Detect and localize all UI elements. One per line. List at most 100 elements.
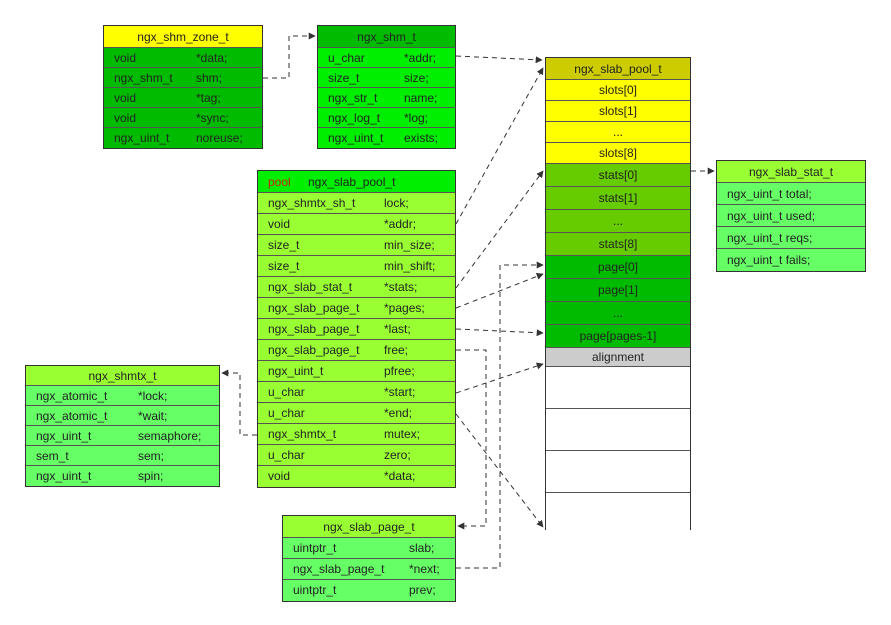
layout-slot: slots[1]: [546, 101, 690, 122]
field-name: shm;: [196, 71, 223, 85]
field-name: zero;: [384, 448, 411, 462]
field-name: *data;: [384, 469, 416, 483]
field-name: semaphore;: [138, 429, 202, 443]
arrow-pages-to-page0: [455, 273, 544, 309]
field-type: u_char: [268, 385, 305, 399]
slab-pool-field: ngx_shmtx_sh_t lock;: [258, 193, 455, 214]
field-name: *last;: [384, 322, 411, 336]
field-type: void: [114, 51, 137, 65]
field-type: void: [268, 469, 291, 483]
arrow-mutex-to-shmtx: [221, 369, 257, 436]
field-type: ngx_uint_t: [328, 131, 384, 145]
field-name: *wait;: [138, 409, 168, 423]
field-name: prev;: [409, 583, 436, 597]
pool-label: pool: [268, 175, 291, 189]
field-type: ngx_uint_t: [36, 469, 92, 483]
field-name: *end;: [384, 406, 413, 420]
field-name: *data;: [196, 51, 228, 65]
shmtx-field: sem_t sem;: [26, 446, 219, 466]
field-type: ngx_slab_page_t: [268, 343, 360, 357]
shm-field: ngx_log_t*log;: [318, 108, 455, 128]
field-type: size_t: [268, 259, 300, 273]
arrow-last-to-last-page: [455, 328, 544, 337]
layout-slot: slots[8]: [546, 143, 690, 164]
shmtx-field: ngx_atomic_t *lock;: [26, 386, 219, 406]
field-type: ngx_uint_t: [268, 364, 324, 378]
slab-pool-field: ngx_slab_stat_t*stats;: [258, 277, 455, 298]
shm-zone-field: void *data;: [104, 48, 262, 68]
slab-pool-title: pool ngx_slab_pool_t: [258, 171, 455, 193]
arrow-shm-to-shm-struct: [263, 32, 316, 79]
field-name: noreuse;: [196, 131, 243, 145]
layout-stat: stats[8]: [546, 233, 690, 256]
slab-stat-field: ngx_uint_t fails;: [717, 249, 865, 271]
pool-type-label: ngx_slab_pool_t: [308, 175, 396, 189]
field-name: *lock;: [138, 389, 168, 403]
field-type: ngx_slab_page_t: [293, 562, 385, 576]
field-type: ngx_log_t: [328, 111, 381, 125]
shmtx-field: ngx_atomic_t *wait;: [26, 406, 219, 426]
field-name: *tag;: [196, 91, 221, 105]
slab-pool-field: void *addr;: [258, 214, 455, 235]
layout-alignment: alignment: [546, 348, 690, 367]
slab-stat-title: ngx_slab_stat_t: [717, 161, 865, 183]
field-type: u_char: [328, 51, 365, 65]
layout-page: page[1]: [546, 279, 690, 302]
field-type: ngx_str_t: [328, 91, 378, 105]
field-type: size_t: [268, 238, 300, 252]
field-type: ngx_shmtx_t: [268, 427, 337, 441]
field-type: sem_t: [36, 449, 69, 463]
arrow-free-to-page-struct: [456, 349, 487, 530]
slab-pool-struct: pool ngx_slab_pool_t ngx_shmtx_sh_t lock;…: [257, 170, 456, 488]
field-type: ngx_shm_t: [114, 71, 173, 85]
field-type: ngx_atomic_t: [36, 409, 108, 423]
field-name: *addr;: [384, 217, 417, 231]
slab-pool-field: void *data;: [258, 466, 455, 487]
field-type: u_char: [268, 448, 305, 462]
slab-pool-field: ngx_slab_page_t*pages;: [258, 298, 455, 319]
shm-field: u_char*addr;: [318, 48, 455, 68]
slab-stat-field: ngx_uint_t reqs;: [717, 227, 865, 249]
field-type: ngx_slab_page_t: [268, 301, 360, 315]
memory-layout-column: ngx_slab_pool_t slots[0] slots[1] ... sl…: [545, 57, 691, 533]
shm-zone-field: ngx_uint_t noreuse;: [104, 128, 262, 148]
shmtx-field: ngx_uint_t semaphore;: [26, 426, 219, 446]
field-type: void: [268, 217, 291, 231]
slab-stat-field: ngx_uint_t used;: [717, 205, 865, 227]
layout-stat: stats[1]: [546, 187, 690, 210]
slab-pool-field: u_char*start;: [258, 382, 455, 403]
field-type: ngx_slab_page_t: [268, 322, 360, 336]
layout-slot: ...: [546, 122, 690, 143]
field-type: ngx_uint_t: [36, 429, 92, 443]
layout-stat: stats[0]: [546, 164, 690, 187]
field-name: slab;: [409, 541, 435, 555]
layout-page: ...: [546, 302, 690, 325]
arrow-pool-addr-to-layout: [455, 67, 544, 225]
field-name: min_shift;: [384, 259, 436, 273]
shmtx-field: ngx_uint_t spin;: [26, 466, 219, 486]
field-name: spin;: [138, 469, 164, 483]
layout-title: ngx_slab_pool_t: [546, 58, 690, 80]
shm-zone-field: void*sync;: [104, 108, 262, 128]
field-type: ngx_atomic_t: [36, 389, 108, 403]
field-type: ngx_uint_t: [114, 131, 170, 145]
shmtx-title: ngx_shmtx_t: [26, 366, 219, 386]
field-type: ngx_shmtx_sh_t: [268, 196, 356, 210]
shm-zone-field: void*tag;: [104, 88, 262, 108]
layout-stat: ...: [546, 210, 690, 233]
slab-page-field: ngx_slab_page_t*next;: [283, 559, 455, 580]
slab-stat-field: ngx_uint_t total;: [717, 183, 865, 205]
shm-title: ngx_shm_t: [318, 26, 455, 48]
arrow-stats-to-stats0: [455, 170, 544, 289]
field-type: size_t: [328, 71, 360, 85]
layout-page-block: [546, 451, 690, 493]
field-type: ngx_slab_stat_t: [268, 280, 353, 294]
arrow-end-to-layout-end: [455, 413, 544, 528]
field-name: lock;: [384, 196, 409, 210]
field-name: pfree;: [384, 364, 415, 378]
field-name: sem;: [138, 449, 165, 463]
